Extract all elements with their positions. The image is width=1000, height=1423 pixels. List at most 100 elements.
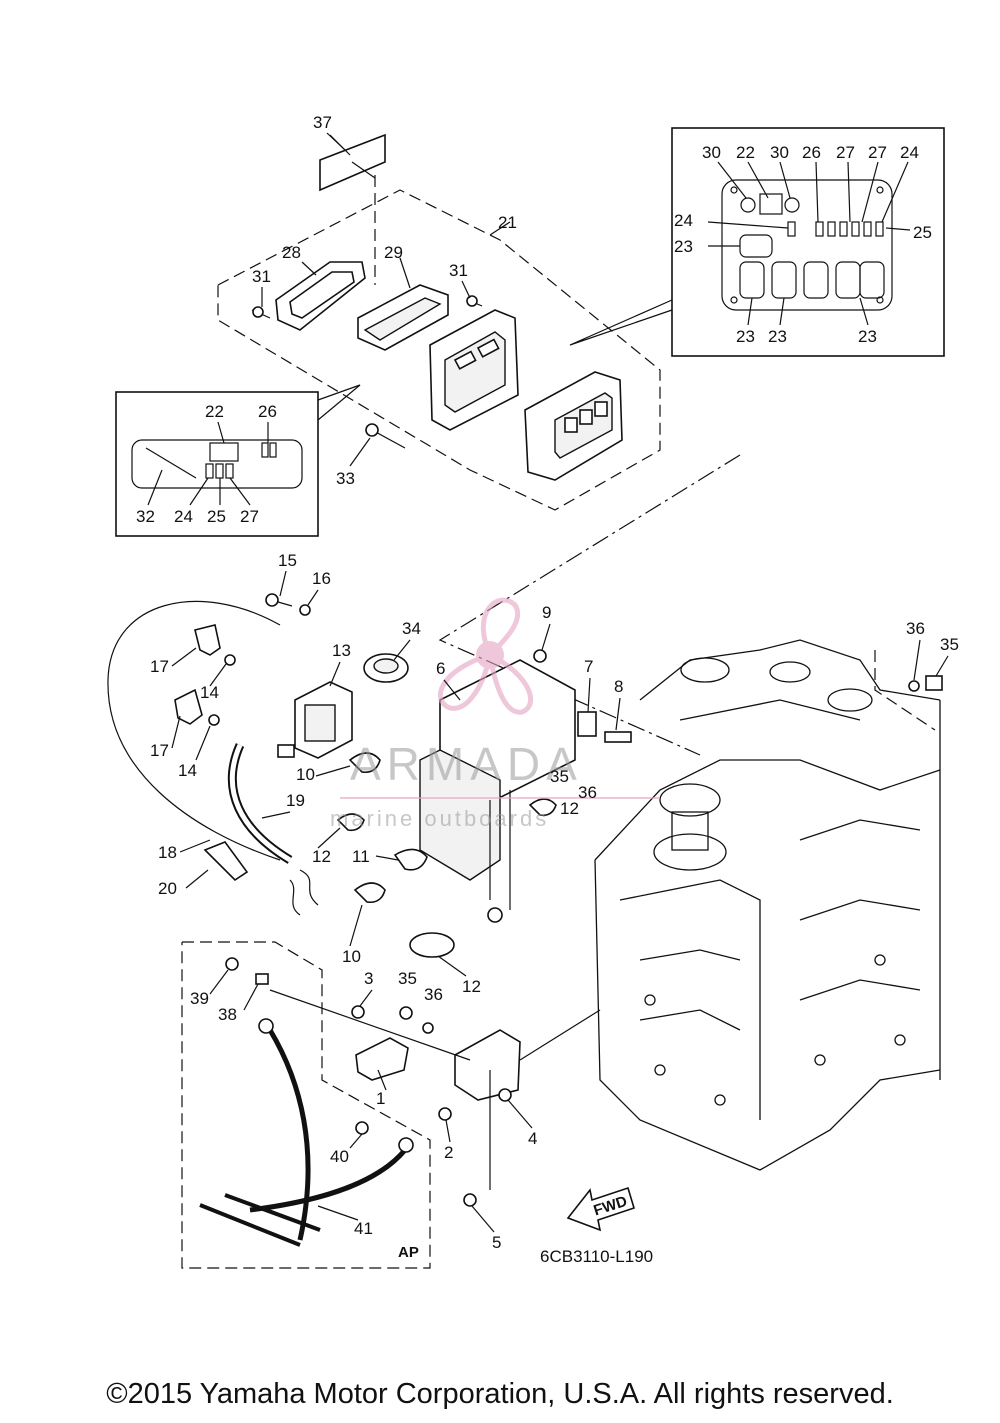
callout-36b: 36: [906, 619, 925, 638]
callout-26-inset: 26: [802, 143, 821, 162]
copyright-notice: ©2015 Yamaha Motor Corporation, U.S.A. A…: [106, 1378, 894, 1410]
washer-38: [255, 973, 269, 985]
callout-3: 3: [364, 969, 373, 988]
callout-28: 28: [282, 243, 301, 262]
bracket-4: [454, 1029, 521, 1102]
fuse-box-detail-inset-small: [115, 384, 361, 537]
clamp-12-left: [336, 813, 365, 832]
callout-15: 15: [278, 551, 297, 570]
grommet-34: [363, 653, 409, 683]
callout-17b: 17: [150, 741, 169, 760]
callout-33: 33: [336, 469, 355, 488]
callout-31a: 31: [252, 267, 271, 286]
callout-12b: 12: [312, 847, 331, 866]
callout-20: 20: [158, 879, 177, 898]
ground-cable-41: [199, 1018, 414, 1247]
callout-27b: 27: [868, 143, 887, 162]
callout-35c: 35: [398, 969, 417, 988]
callout-19: 19: [286, 791, 305, 810]
callout-23c: 23: [768, 327, 787, 346]
wire-harness-loop: [107, 600, 319, 916]
callout-16: 16: [312, 569, 331, 588]
callout-35a: 35: [550, 767, 569, 786]
ecu-connector: [357, 257, 449, 351]
bolt-14-upper: [224, 654, 236, 666]
callout-12a: 12: [560, 799, 579, 818]
terminal-17-lower: [174, 688, 203, 725]
callout-36c: 36: [424, 985, 443, 1004]
screw-33: [365, 423, 406, 449]
relay-13: [277, 681, 353, 759]
cable-clamp-20: [203, 841, 249, 882]
callout-25-inset: 25: [913, 223, 932, 242]
clamp-11: [393, 848, 428, 871]
callout-25-small: 25: [207, 507, 226, 526]
callout-29: 29: [384, 243, 403, 262]
washer-36-upper-right: [908, 680, 920, 692]
bolt-14-lower: [208, 714, 220, 726]
ecu-bracket: [429, 309, 519, 431]
propeller-logo-icon: [438, 597, 534, 715]
callout-1: 1: [376, 1089, 385, 1108]
callout-5: 5: [492, 1233, 501, 1252]
callout-22-small: 22: [205, 402, 224, 421]
bolt-5: [463, 1193, 477, 1207]
clamp-10-lower: [353, 882, 386, 904]
screw-31-left: [251, 306, 271, 319]
callout-23b: 23: [736, 327, 755, 346]
connector-1: [355, 1037, 409, 1081]
bolt-39: [225, 957, 239, 971]
collar-7: [577, 711, 597, 737]
callout-40: 40: [330, 1147, 349, 1166]
washer-16: [299, 604, 311, 616]
callout-7: 7: [584, 657, 593, 676]
bolt-9: [533, 649, 547, 663]
callout-23a: 23: [674, 237, 693, 256]
callout-41: 41: [354, 1219, 373, 1238]
callout-39: 39: [190, 989, 209, 1008]
callout-38: 38: [218, 1005, 237, 1024]
terminal-17-upper: [194, 624, 221, 656]
bolt-15: [265, 593, 293, 607]
callout-36a: 36: [578, 783, 597, 802]
clamp-10-upper: [348, 752, 381, 774]
callout-32: 32: [136, 507, 155, 526]
armada-watermark: ARMADA marine outboards: [330, 597, 660, 831]
callout-37: 37: [313, 113, 332, 132]
ecu-cover-plate: [275, 261, 366, 331]
clamp-12-lower: [409, 932, 455, 958]
callout-24-small: 24: [174, 507, 193, 526]
callout-11: 11: [352, 847, 370, 866]
callout-23d: 23: [858, 327, 877, 346]
callout-27-small: 27: [240, 507, 259, 526]
callout-21: 21: [498, 213, 517, 232]
callout-26-small: 26: [258, 402, 277, 421]
bolt-35-upper-right: [925, 675, 943, 691]
bolt-40: [355, 1121, 369, 1135]
watermark-tagline: marine outboards: [330, 806, 549, 831]
callout-24a: 24: [900, 143, 919, 162]
clamp-12-right: [528, 798, 557, 817]
callout-34: 34: [402, 619, 421, 638]
bolt-3: [351, 1005, 365, 1019]
callout-9: 9: [542, 603, 551, 622]
callout-18: 18: [158, 843, 177, 862]
assembly-leader-line: [438, 454, 741, 756]
exploded-parts-diagram: FWD AP 6CB3110-L190 ARMADA marine outboa…: [107, 113, 959, 1269]
watermark-brand: ARMADA: [350, 738, 583, 790]
callout-6: 6: [436, 659, 445, 678]
ecu-unit: [524, 371, 623, 481]
ap-label: AP: [398, 1244, 419, 1261]
ecu-group-outline: [217, 175, 661, 511]
ap-group-outline: [181, 941, 431, 1269]
callout-labels: 37 21 28 29 31 31 33 30 22 30 26 27 27 2…: [136, 113, 959, 1252]
callout-27a: 27: [836, 143, 855, 162]
bolt-35-lower: [399, 1006, 413, 1020]
callout-2: 2: [444, 1143, 453, 1162]
callout-30b: 30: [770, 143, 789, 162]
bolt-8: [604, 731, 632, 743]
callout-12c: 12: [462, 977, 481, 996]
screw-31-right: [466, 295, 483, 307]
diagram-code: 6CB3110-L190: [540, 1247, 653, 1266]
callout-10b: 10: [342, 947, 361, 966]
